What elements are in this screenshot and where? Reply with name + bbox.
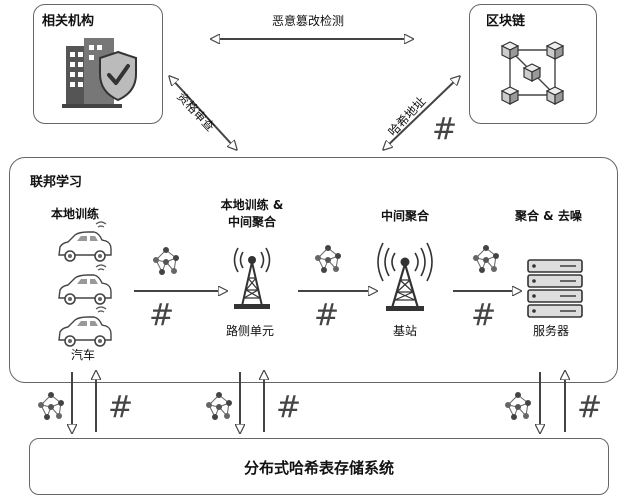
blockchain-icon [501,41,564,105]
hash-symbol: # [108,390,134,425]
hash-symbol: # [276,390,302,425]
base-station-label: 基站 [393,324,418,338]
stage-local-mid-line1: 本地训练 & [220,198,284,212]
server-icon [527,259,583,318]
hash-symbol: # [577,390,603,425]
base-station-icon [377,242,433,311]
blockchain-title: 区块链 [486,14,526,29]
federated-learning-title: 联邦学习 [30,175,83,190]
stage-local-mid-aggregation: 本地训练 & 中间聚合 [212,196,292,230]
stage-local-mid-line2: 中间聚合 [227,215,276,229]
hash-symbol: # [471,298,497,333]
rsu-label: 路侧单元 [226,324,275,338]
institutions-title: 相关机构 [42,14,95,29]
tamper-detection-label: 恶意篡改检测 [272,14,345,28]
car-label: 汽车 [71,348,96,362]
hash-symbol: # [314,298,340,333]
server-label: 服务器 [533,324,570,338]
federated-learning-box [9,157,618,383]
hash-symbol: # [432,112,458,147]
storage-title: 分布式哈希表存储系统 [243,459,394,477]
hash-symbol: # [149,298,175,333]
car-icon [58,221,112,347]
storage-box [29,438,609,495]
stage-mid-aggregation: 中间聚合 [381,209,430,223]
shield-check-icon [99,50,137,102]
stage-local-training: 本地训练 [51,207,100,221]
stage-aggregation-denoise: 聚合 & 去噪 [515,209,582,223]
rsu-tower-icon [233,247,271,309]
